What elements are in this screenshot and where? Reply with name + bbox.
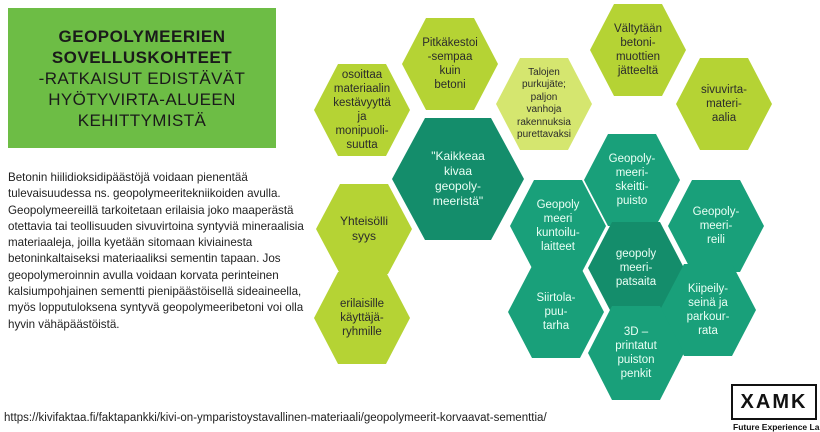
body-text: Betonin hiilidioksidipäästöjä voidaan pi… (8, 171, 304, 331)
hex-reili: Geopoly- meeri- reili (668, 180, 764, 272)
hex-sivuvirta: sivuvirta- materi- aalia (676, 58, 772, 150)
logo-subtitle: Future Experience Lab (733, 422, 820, 432)
title-line-4: HYÖTYVIRTA-ALUEEN (48, 90, 236, 109)
hex-kaikkea: "Kaikkeaa kivaa geopoly- meeristä" (392, 118, 524, 240)
title-line-5: KEHITTYMISTÄ (77, 111, 207, 130)
hex-pitkakestoisempaa: Pitkäkestoi -sempaa kuin betoni (402, 18, 498, 110)
hex-taloje: Talojen purkujäte; paljon vanhoja rakenn… (496, 58, 592, 150)
hex-valtytaan: Vältytään betoni- muottien jätteeltä (590, 4, 686, 96)
hex-kestavyys: osoittaa materiaalin kestävyyttä ja moni… (314, 64, 410, 156)
hex-siirtolapuutarha: Siirtola- puu- tarha (508, 266, 604, 358)
title-box: GEOPOLYMEERIEN SOVELLUSKOHTEET -RATKAISU… (8, 8, 276, 148)
xamk-logo: XAMK Future Experience Lab (731, 384, 820, 432)
hex-yhteisollisyys: Yhteisölli syys (316, 184, 412, 274)
logo-text: XAMK (731, 384, 817, 420)
title-line-3: -RATKAISUT EDISTÄVÄT (38, 69, 246, 88)
source-url[interactable]: https://kivifaktaa.fi/faktapankki/kivi-o… (4, 412, 547, 424)
title-line-1: GEOPOLYMEERIEN (58, 27, 226, 46)
hex-kayttajaryhmille: erilaisille käyttäjä- ryhmille (314, 272, 410, 364)
title-line-2: SOVELLUSKOHTEET (51, 48, 233, 67)
